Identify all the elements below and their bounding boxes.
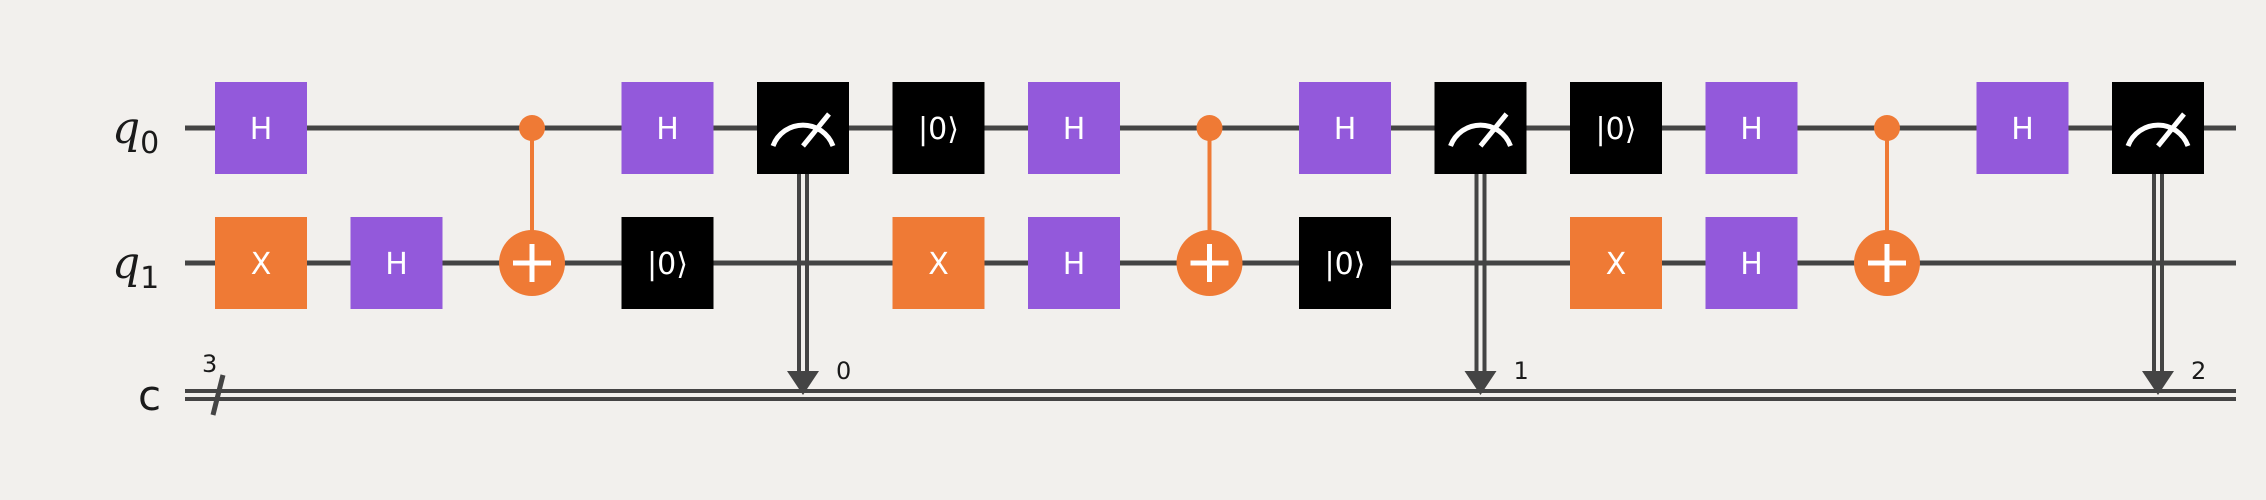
h-gate-q0-col6-label: H — [1063, 112, 1086, 147]
reset-gate-q0-col10-label: |0⟩ — [1596, 112, 1637, 147]
meter-icon — [1448, 122, 1513, 147]
measure-gate-1-cbit-label: 1 — [1514, 357, 1529, 385]
reset-gate-q1-col3-box — [621, 217, 714, 309]
x-gate-q1-col5-box — [892, 217, 985, 309]
x-gate-q1-col10-box — [1570, 217, 1662, 309]
meter-icon — [2125, 122, 2191, 147]
h-gate-q1-col1-box — [350, 217, 443, 309]
measure-gate-0-box — [757, 82, 849, 174]
x-gate-q1-col5-label: X — [928, 247, 949, 282]
x-gate-q1-col0-label: X — [251, 247, 272, 282]
h-gate-q0-col0-label: H — [250, 112, 273, 147]
reset-gate-q0-col5-box — [892, 82, 985, 174]
h-gate-q0-col11-box — [1705, 82, 1798, 174]
measure-gate-2-cbit-label: 2 — [2191, 357, 2206, 385]
h-gate-q1-col6-box — [1028, 217, 1120, 309]
meter-needle-icon — [1478, 112, 1509, 148]
measure-gate-2-arrow — [2142, 371, 2174, 395]
wire-label-q1: q1 — [112, 238, 159, 296]
h-gate-q0-col8-box — [1299, 82, 1391, 174]
reset-gate-q1-col3-label: |0⟩ — [647, 247, 688, 282]
reset-gate-q1-col8-box — [1299, 217, 1391, 309]
reset-gate-q1-col8-label: |0⟩ — [1325, 247, 1366, 282]
bus-slash — [210, 374, 226, 416]
bus-width-label: 3 — [202, 350, 217, 378]
h-gate-q1-col1-label: H — [385, 247, 408, 282]
measure-gate-2-box — [2112, 82, 2204, 174]
cnot-gate-1-control-dot — [1196, 115, 1223, 141]
reset-gate-q0-col5-label: |0⟩ — [918, 112, 959, 147]
h-gate-q0-col11-label: H — [1740, 112, 1763, 147]
h-gate-q0-col6-box — [1028, 82, 1120, 174]
h-gate-q0-col0-box — [215, 82, 307, 174]
reset-gate-q0-col10-box — [1570, 82, 1662, 174]
h-gate-q0-col3-label: H — [656, 112, 679, 147]
h-gate-q0-col3-box — [621, 82, 714, 174]
h-gate-q0-col13-label: H — [2011, 112, 2034, 147]
cnot-gate-2-control-dot — [1874, 115, 1900, 141]
wire-label-q0: q0 — [112, 103, 159, 161]
h-gate-q1-col11-box — [1705, 217, 1798, 309]
measure-gate-1-box — [1434, 82, 1527, 174]
wire-label-c: c — [138, 371, 161, 420]
h-gate-q0-col8-label: H — [1334, 112, 1357, 147]
h-gate-q1-col11-label: H — [1740, 247, 1763, 282]
h-gate-q1-col6-label: H — [1063, 247, 1086, 282]
meter-needle-icon — [2156, 112, 2186, 148]
measure-gate-1-arrow — [1464, 371, 1497, 395]
x-gate-q1-col10-label: X — [1606, 247, 1627, 282]
meter-needle-icon — [801, 112, 831, 148]
measure-gate-0-arrow — [787, 371, 819, 395]
x-gate-q1-col0-box — [215, 217, 307, 309]
h-gate-q0-col13-box — [1976, 82, 2069, 174]
meter-icon — [770, 122, 836, 147]
measure-gate-0-cbit-label: 0 — [836, 357, 851, 385]
cnot-gate-0-control-dot — [519, 115, 545, 141]
